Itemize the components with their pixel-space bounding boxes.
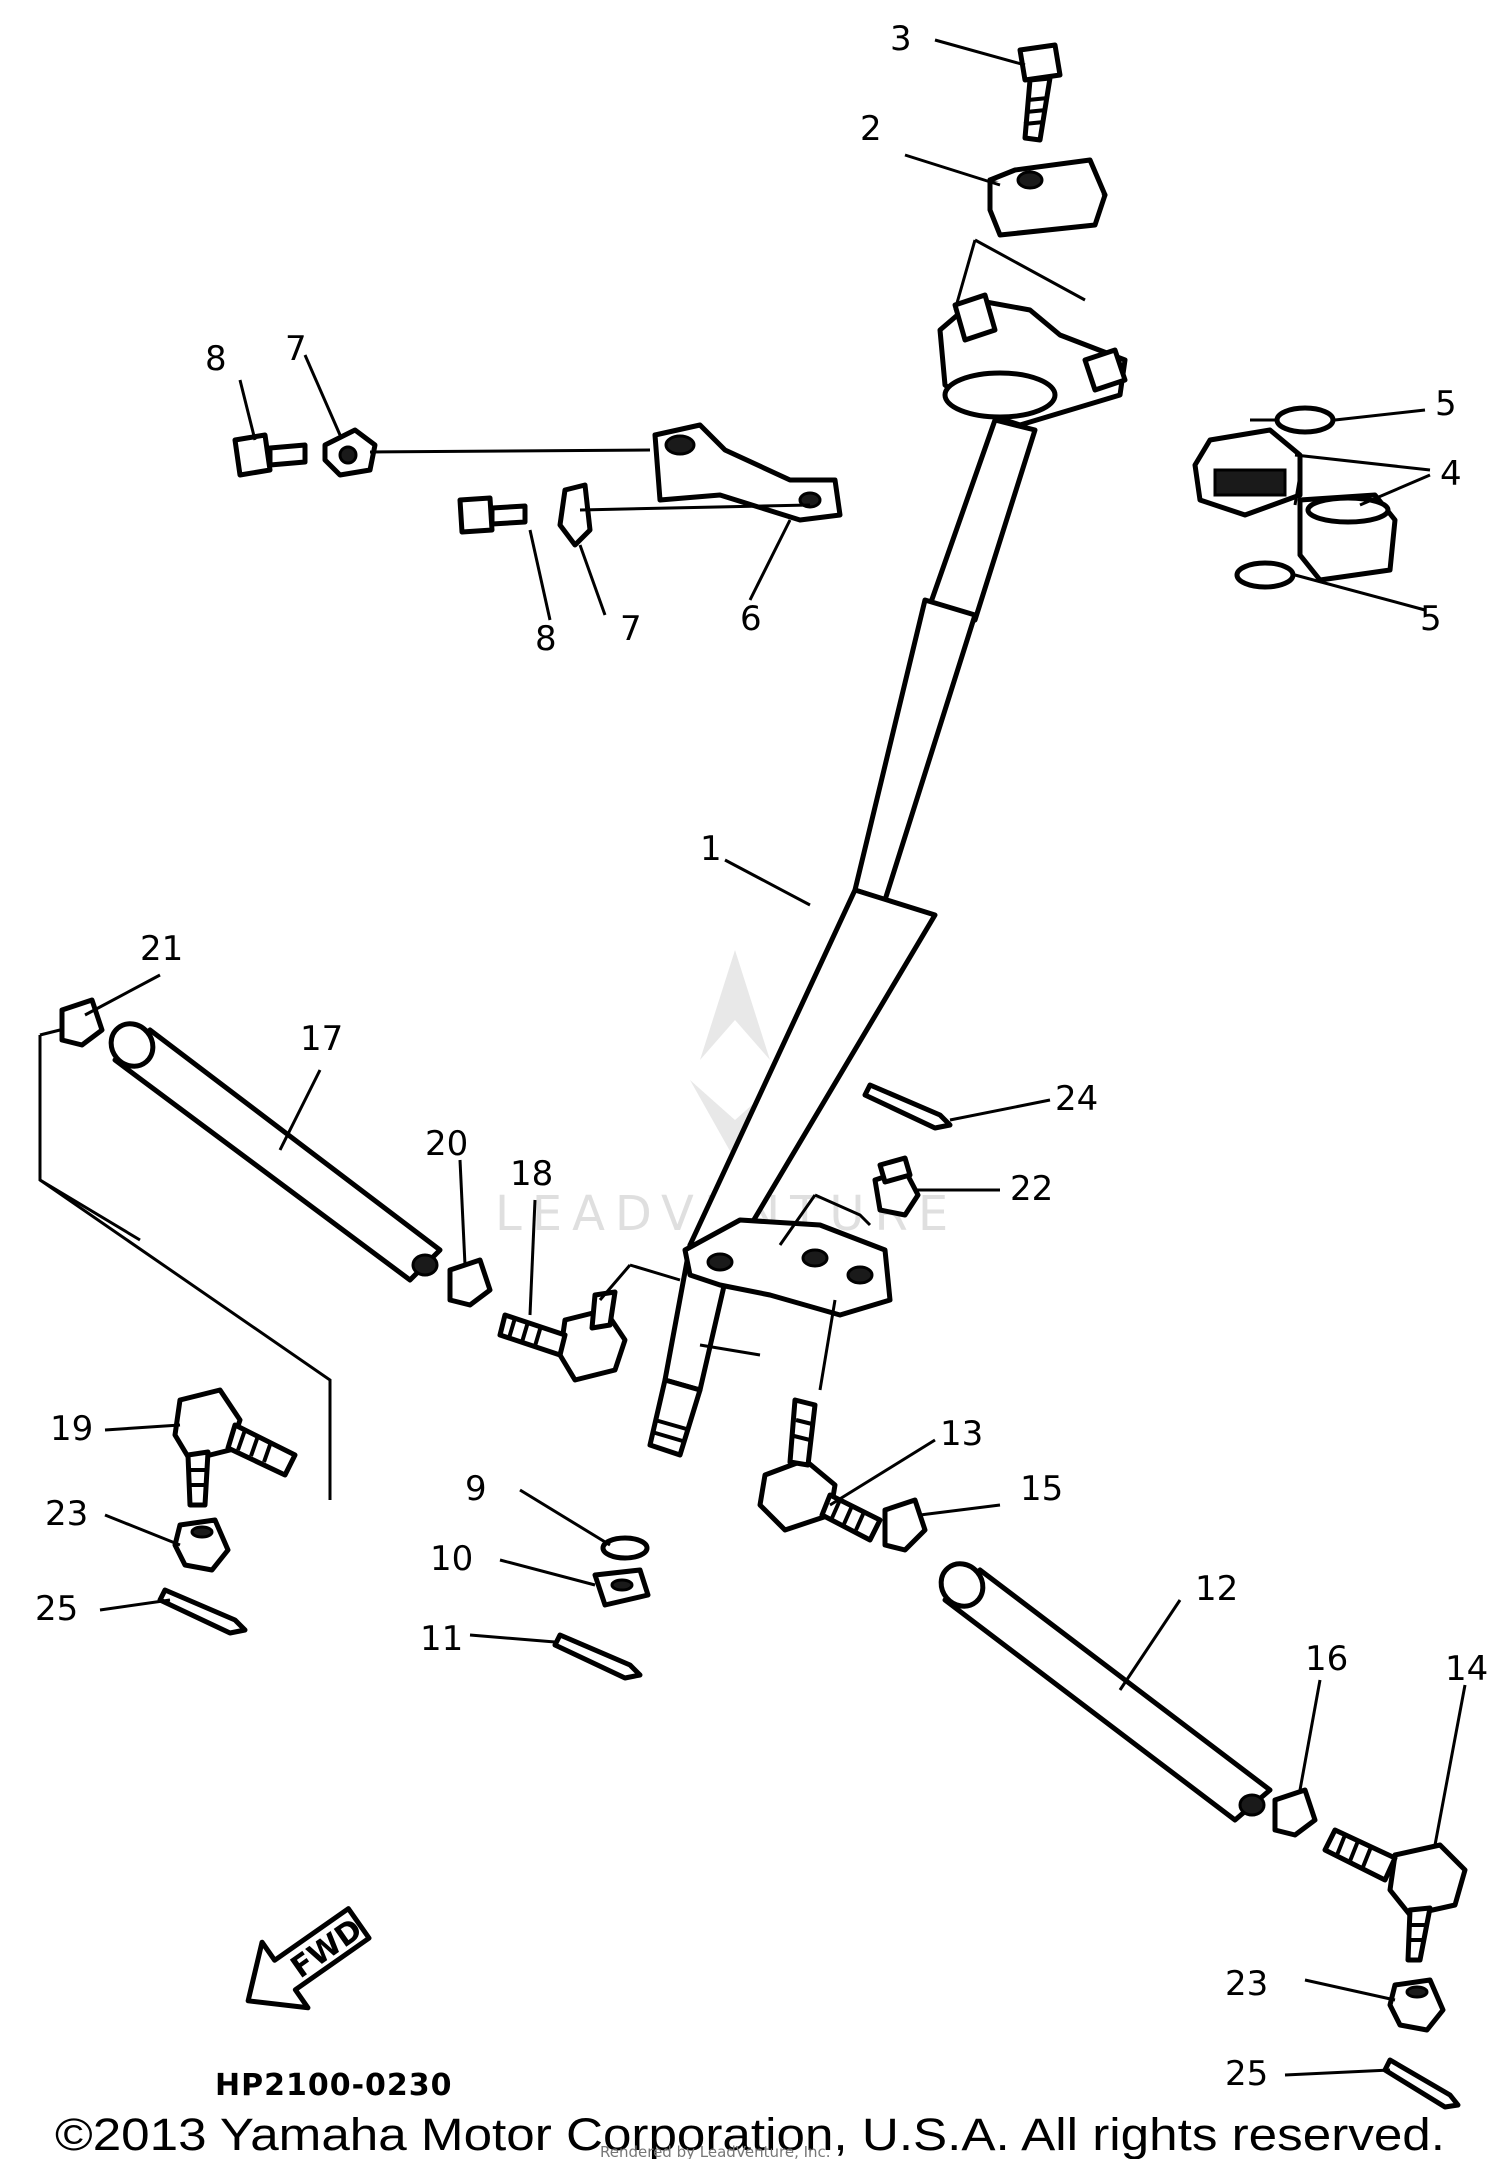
fwd-arrow-icon: FWD [245,1906,372,2011]
rod-end-part-14 [1322,1827,1468,1963]
callout-2: 2 [860,109,882,149]
callout-24: 24 [1055,1079,1098,1119]
upper-column-bracket [937,292,1128,428]
steering-arm-part-6 [652,422,843,523]
drawing-code: HP2100-0230 [215,2068,453,2103]
washer-part-9 [600,1535,650,1561]
rendered-by-note: Rendered by LeadVenture, Inc. [600,2143,831,2159]
washer-part-5-bottom [1234,560,1296,590]
washer-part-5-top [1274,405,1336,435]
lock-washer-part-7-bottom [557,482,593,548]
callout-3: 3 [890,19,912,59]
bolt-part-3 [1017,42,1063,143]
tie-rod-part-17 [108,1021,443,1283]
lock-washer-part-7-top [322,427,378,478]
nut-part-16 [1272,1787,1318,1838]
callout-19: 19 [50,1409,93,1449]
bolt-part-8-bottom [457,495,528,535]
steering-column-part-1 [647,417,1038,1458]
cotter-pin-part-25-left [157,1587,248,1636]
callout-5-top: 5 [1435,384,1457,424]
cotter-pin-part-11 [552,1632,643,1681]
callout-7-top: 7 [285,329,307,369]
lower-column-arm [682,1217,893,1318]
callout-18: 18 [510,1154,553,1194]
assembly-lines [38,238,1302,1500]
cotter-pin-part-24 [862,1082,953,1131]
callout-leaders [84,38,1467,2077]
callout-1: 1 [700,829,722,869]
callout-11: 11 [420,1619,463,1659]
rod-end-part-18 [497,1289,628,1383]
callout-6: 6 [740,599,762,639]
callout-9: 9 [465,1469,487,1509]
handlebar-holder-part-2 [987,157,1108,238]
callout-21: 21 [140,929,183,969]
rod-end-part-13 [757,1397,883,1543]
cotter-pin-part-25-right [1382,2057,1461,2110]
callout-8-bottom: 8 [535,619,557,659]
nut-part-22 [872,1155,921,1218]
callout-8-top: 8 [205,339,227,379]
callout-14: 14 [1445,1649,1488,1689]
nut-part-10 [592,1567,651,1608]
bolt-part-8-top [232,432,308,478]
callout-7-bottom: 7 [620,609,642,649]
callout-numbers: 1 2 3 4 5 5 6 7 7 8 8 9 10 11 12 13 14 1… [35,19,1488,2094]
callout-25-right: 25 [1225,2054,1268,2094]
nut-part-15 [882,1497,928,1553]
nut-part-20 [447,1257,493,1308]
nut-part-21 [59,997,105,1048]
nut-part-23-right [1387,1977,1446,2033]
copyright-notice: ©2013 Yamaha Motor Corporation, U.S.A. A… [55,2109,1445,2159]
callout-5-bottom: 5 [1420,599,1442,639]
callout-10: 10 [430,1539,473,1579]
callout-17: 17 [300,1019,343,1059]
callout-15: 15 [1020,1469,1063,1509]
nut-part-23-left [172,1517,231,1573]
callout-16: 16 [1305,1639,1348,1679]
callout-25-left: 25 [35,1589,78,1629]
callout-4: 4 [1440,454,1462,494]
callout-13: 13 [940,1414,983,1454]
callout-23-left: 23 [45,1494,88,1534]
callout-22: 22 [1010,1169,1053,1209]
rod-end-part-19 [172,1387,298,1508]
tie-rod-part-12 [938,1561,1273,1823]
callout-23-right: 23 [1225,1964,1268,2004]
callout-20: 20 [425,1124,468,1164]
callout-12: 12 [1195,1569,1238,1609]
bushing-part-4 [1192,427,1398,583]
